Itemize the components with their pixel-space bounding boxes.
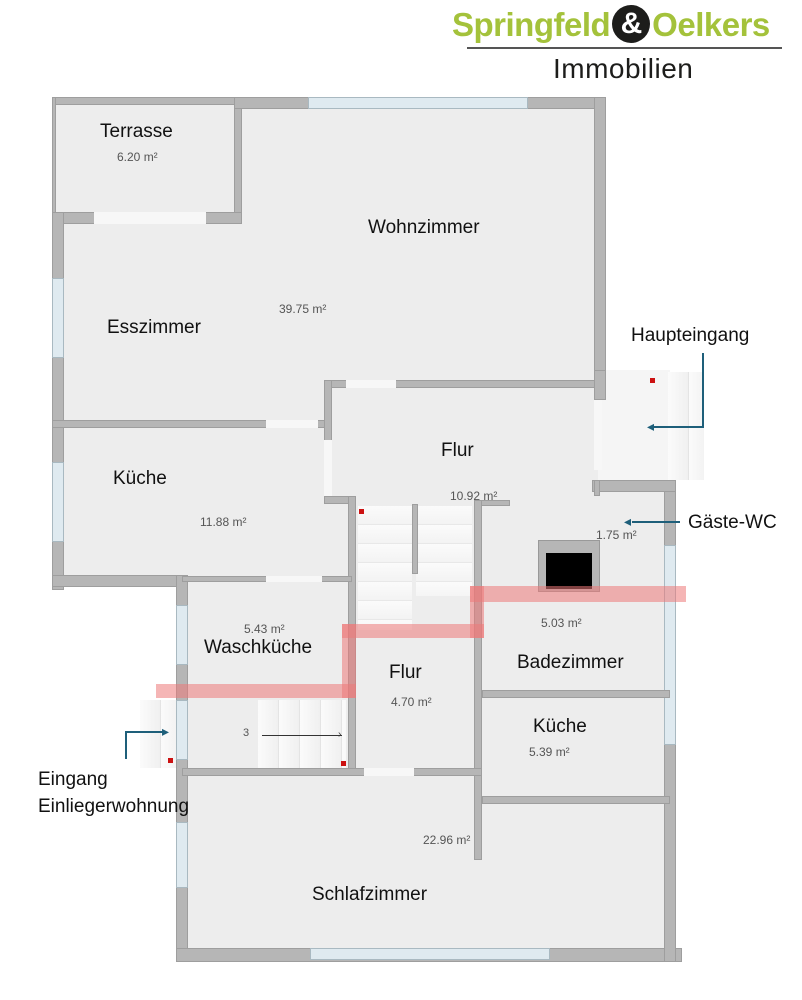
stair-count: 3 bbox=[243, 727, 250, 739]
upper-floor-area bbox=[52, 97, 604, 587]
window bbox=[52, 278, 64, 358]
arrow-head-icon: › bbox=[338, 729, 342, 740]
room-area-waschkueche: 5.43 m² bbox=[244, 622, 285, 636]
door-opening bbox=[364, 768, 414, 776]
room-name-kueche-lower: Küche bbox=[533, 716, 587, 737]
separator-highlight bbox=[156, 684, 356, 698]
separator-highlight bbox=[342, 624, 484, 638]
room-area-kueche-lower: 5.39 m² bbox=[529, 745, 570, 759]
room-name-waschkueche: Waschküche bbox=[204, 637, 313, 658]
arrow-right-icon: ▸ bbox=[162, 723, 170, 739]
logo-divider bbox=[467, 47, 782, 49]
eingang-arrow-line bbox=[125, 731, 165, 733]
wall bbox=[594, 97, 606, 387]
wall bbox=[52, 97, 242, 105]
logo-wordmark: Springfeld&Oelkers bbox=[452, 5, 770, 46]
separator-highlight bbox=[470, 586, 686, 602]
staircase-landing bbox=[416, 506, 472, 596]
window bbox=[176, 822, 188, 888]
room-area-kueche: 11.88 m² bbox=[200, 515, 247, 529]
room-name-schlafzimmer: Schlafzimmer bbox=[312, 884, 428, 905]
room-area-terrasse: 6.20 m² bbox=[117, 150, 158, 164]
logo-left-word: Springfeld bbox=[452, 6, 611, 43]
window bbox=[176, 700, 188, 760]
room-name-flur: Flur bbox=[441, 440, 474, 461]
window bbox=[308, 97, 528, 109]
door-opening bbox=[266, 420, 318, 428]
marker bbox=[359, 509, 364, 514]
window bbox=[664, 545, 676, 745]
stair-direction-arrow bbox=[262, 735, 342, 736]
room-name-flur-lower: Flur bbox=[389, 662, 422, 683]
room-area-schlafzimmer: 22.96 m² bbox=[423, 833, 471, 847]
main-door-opening bbox=[594, 400, 602, 470]
staircase-up bbox=[358, 506, 412, 630]
arrow-left-icon: ◂ bbox=[624, 513, 632, 529]
separator-highlight bbox=[342, 624, 356, 698]
wall bbox=[52, 97, 56, 217]
haupteingang-arrow-line bbox=[702, 353, 704, 428]
window bbox=[310, 948, 550, 960]
window bbox=[52, 462, 64, 542]
window bbox=[176, 605, 188, 665]
room-area-gaeste-wc: 1.75 m² bbox=[596, 528, 637, 542]
room-name-terrasse: Terrasse bbox=[100, 121, 173, 142]
side-entrance-steps bbox=[140, 700, 176, 768]
room-name-esszimmer: Esszimmer bbox=[107, 317, 201, 338]
label-haupteingang: Haupteingang bbox=[631, 325, 750, 346]
room-area-badezimmer: 5.03 m² bbox=[541, 616, 582, 630]
marker bbox=[650, 378, 655, 383]
gaeste-wc-arrow-line bbox=[632, 521, 680, 523]
label-eingang: Eingang bbox=[38, 769, 108, 790]
haupteingang-arrow-line bbox=[654, 426, 704, 428]
chimney-flue bbox=[546, 553, 592, 589]
room-name-kueche: Küche bbox=[113, 468, 167, 489]
door-opening bbox=[324, 440, 332, 496]
logo-right-word: Oelkers bbox=[652, 6, 770, 43]
wall bbox=[592, 480, 676, 492]
wall bbox=[482, 690, 670, 698]
room-area-flur: 10.92 m² bbox=[450, 489, 498, 503]
marker bbox=[168, 758, 173, 763]
room-area-wohnzimmer: 39.75 m² bbox=[279, 302, 327, 316]
label-einliegerwohnung: Einliegerwohnung bbox=[38, 796, 190, 817]
wall bbox=[474, 500, 482, 860]
room-area-flur-lower: 4.70 m² bbox=[391, 695, 432, 709]
wall bbox=[482, 796, 670, 804]
logo-ampersand-badge: & bbox=[612, 5, 651, 44]
staircase-lower bbox=[258, 700, 346, 768]
wall bbox=[594, 370, 606, 400]
arrow-left-icon: ◂ bbox=[647, 418, 655, 434]
logo-subtitle: Immobilien bbox=[553, 53, 694, 84]
marker bbox=[341, 761, 346, 766]
stair-divider-wall bbox=[412, 504, 418, 574]
wall bbox=[234, 97, 242, 217]
door-opening bbox=[266, 576, 322, 582]
eingang-arrow-line bbox=[125, 731, 127, 759]
room-name-badezimmer: Badezimmer bbox=[517, 652, 624, 673]
guest-wc-floor bbox=[596, 490, 666, 600]
room-name-wohnzimmer: Wohnzimmer bbox=[368, 217, 480, 238]
wall bbox=[52, 575, 187, 587]
wall bbox=[594, 480, 600, 496]
label-gaeste-wc: Gäste-WC bbox=[688, 512, 777, 533]
door-opening bbox=[346, 380, 396, 388]
terrace-door-opening bbox=[94, 212, 206, 224]
wall bbox=[182, 768, 482, 776]
